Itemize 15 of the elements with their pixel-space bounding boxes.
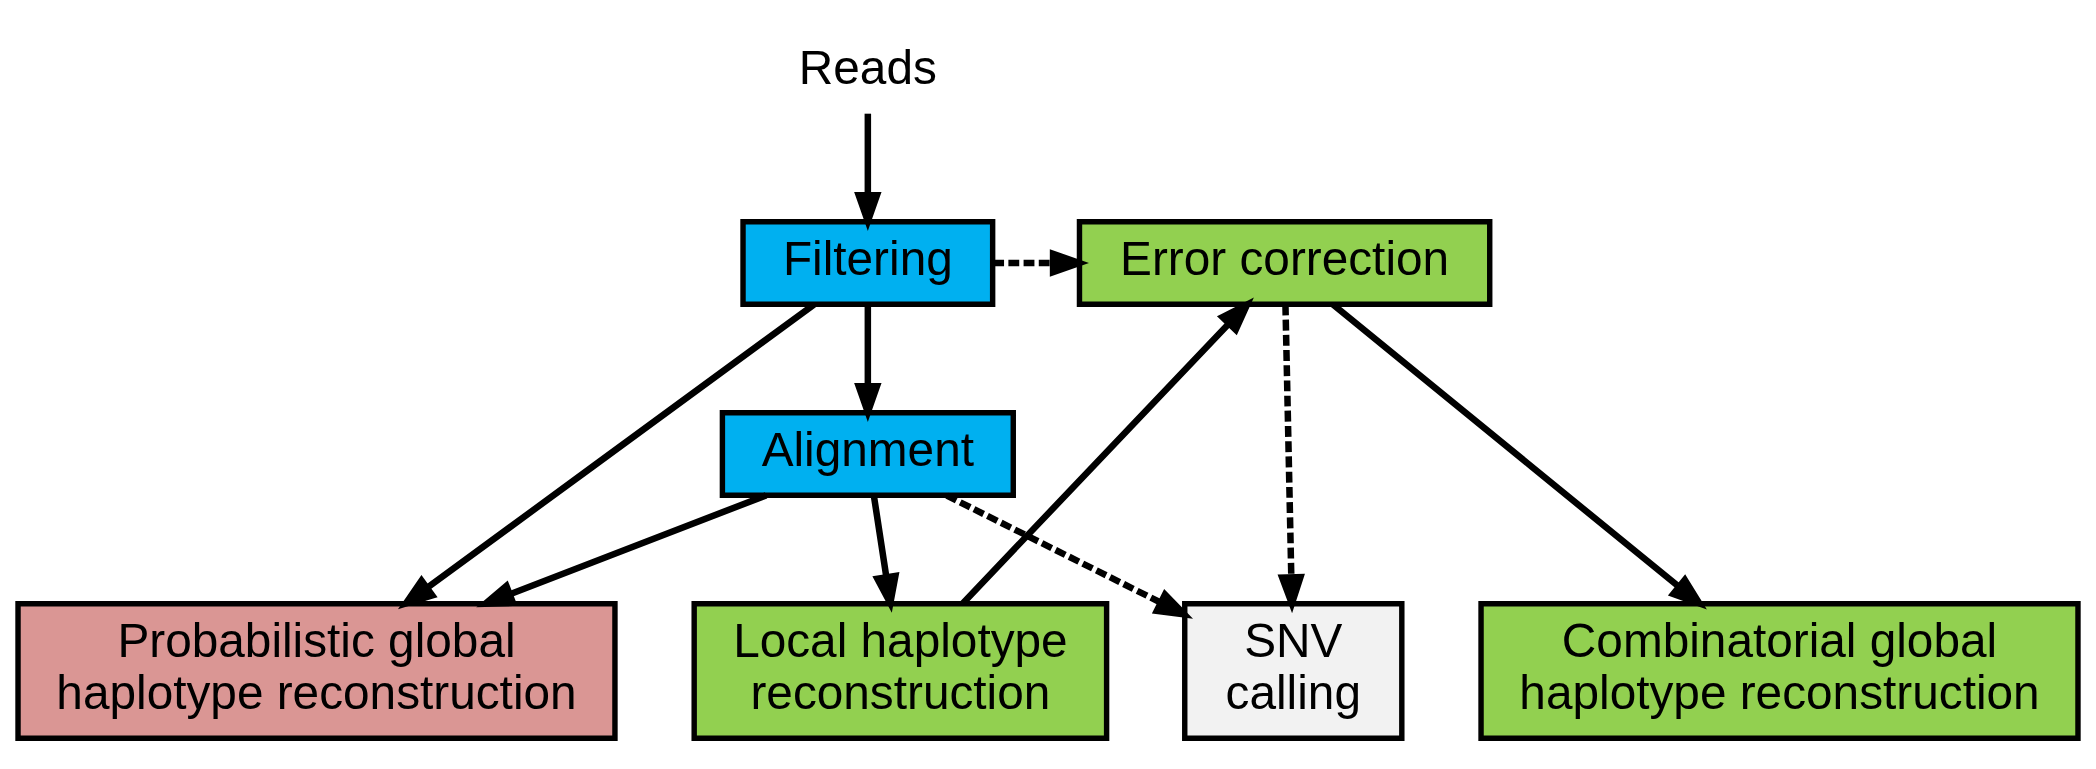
arrow: [1277, 304, 1305, 614]
node-box: Filtering: [740, 219, 996, 307]
arrow: [993, 249, 1089, 277]
node-text: Reads: [798, 41, 937, 95]
node-box: Alignment: [719, 410, 1016, 498]
node-box: SNV calling: [1182, 601, 1405, 742]
node-box: Probabilistic global haplotype reconstruction: [15, 601, 618, 742]
arrow: [854, 304, 882, 423]
node-box: Error correction: [1076, 219, 1493, 307]
arrow: [854, 113, 882, 232]
node-box: Combinatorial global haplotype reconstruction: [1478, 601, 2081, 742]
node-box: Local haplotype reconstruction: [691, 601, 1110, 742]
arrow: [870, 495, 900, 613]
arrow: [945, 492, 1194, 619]
arrow: [476, 492, 768, 608]
